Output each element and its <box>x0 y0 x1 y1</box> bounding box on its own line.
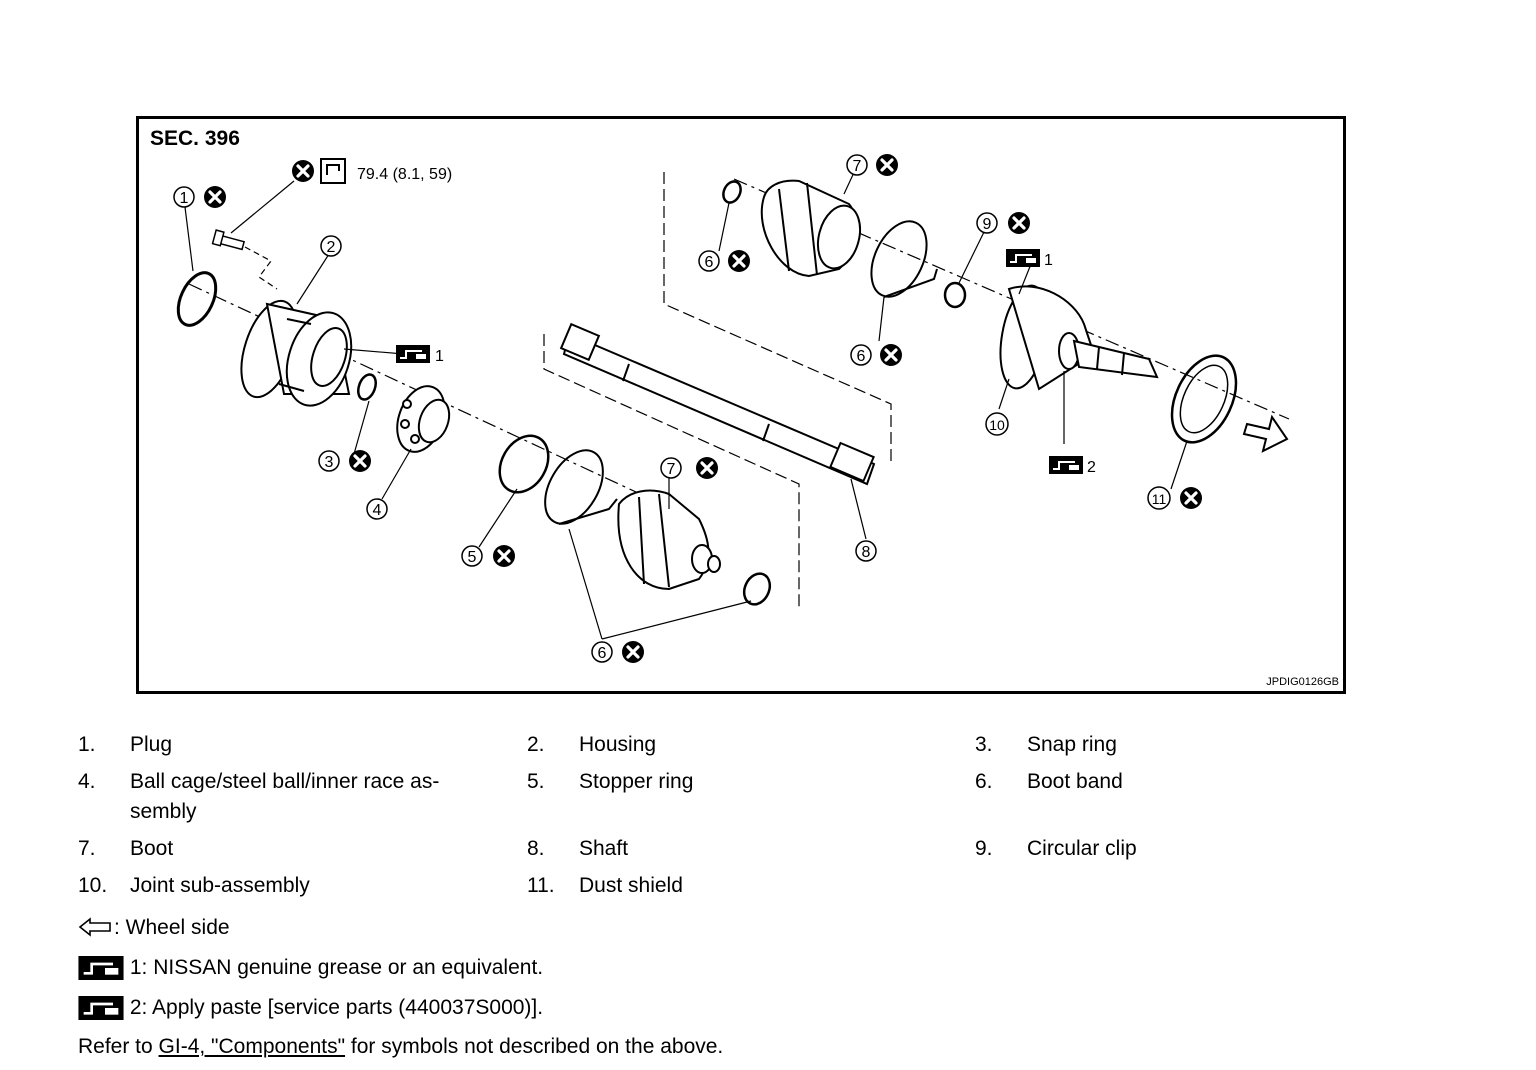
arrow-wheel-side-icon <box>78 917 111 938</box>
grease-icon-1: 1 <box>396 345 444 365</box>
callout-3: 3 <box>318 450 340 472</box>
legend-column-3: 3.Snap ring 6.Boot band 9.Circular clip <box>975 733 1137 860</box>
note-grease-2: 2: Apply paste [service parts (440037S00… <box>78 996 543 1020</box>
no-reuse-icon <box>875 153 899 177</box>
svg-text:2: 2 <box>1087 459 1096 476</box>
section-title: SEC. 396 <box>150 127 240 150</box>
grease-icon-2: 1 <box>1006 249 1053 269</box>
callout-11: 11 <box>1147 486 1171 510</box>
no-reuse-icon <box>1179 486 1203 510</box>
svg-text:3: 3 <box>325 454 334 471</box>
svg-text:1: 1 <box>1044 252 1053 269</box>
plug-part <box>176 271 218 327</box>
ball-cage-part <box>396 385 451 453</box>
torque-spec: 79.4 (8.1, 59) <box>357 166 452 183</box>
svg-text:10: 10 <box>989 417 1005 433</box>
svg-text:1: 1 <box>435 348 444 365</box>
boot-upper-part <box>760 179 862 278</box>
callout-6a: 6 <box>698 250 720 272</box>
note-wheel-side: : Wheel side <box>78 916 230 940</box>
svg-text:9: 9 <box>983 216 992 233</box>
grease-icon-3: 2 <box>1049 456 1096 476</box>
upper-bracket <box>663 172 892 464</box>
callout-5: 5 <box>461 545 483 567</box>
callout-1: 1 <box>173 186 195 208</box>
svg-text:8: 8 <box>862 544 871 561</box>
callout-8: 8 <box>855 540 877 562</box>
no-reuse-icon <box>695 456 719 480</box>
grease-icon <box>78 996 124 1020</box>
svg-text:2: 2 <box>327 239 336 256</box>
lower-bracket <box>543 334 800 609</box>
callout-7b: 7 <box>660 457 682 479</box>
svg-text:7: 7 <box>853 158 862 175</box>
housing-part <box>240 299 353 407</box>
joint-sub-assembly-part <box>999 284 1159 391</box>
figure-id: JPDIG0126GB <box>1266 676 1339 688</box>
boot-lower-part <box>617 489 721 591</box>
dust-shield-part <box>1170 354 1238 444</box>
svg-text:4: 4 <box>373 502 382 519</box>
callout-6b: 6 <box>850 344 872 366</box>
no-reuse-icon <box>492 544 516 568</box>
no-reuse-icon <box>348 449 372 473</box>
no-reuse-icon <box>621 640 645 664</box>
no-reuse-icon <box>291 159 315 183</box>
svg-text:6: 6 <box>857 348 866 365</box>
svg-text:11: 11 <box>1152 491 1167 507</box>
note-grease-1: 1: NISSAN genuine grease or an equivalen… <box>78 956 543 980</box>
stopper-ring-part <box>498 434 550 494</box>
callout-2: 2 <box>320 235 342 257</box>
svg-text:1: 1 <box>180 190 189 207</box>
bolt-part <box>211 229 246 251</box>
svg-text:6: 6 <box>705 254 714 271</box>
svg-text:5: 5 <box>468 549 477 566</box>
callout-10: 10 <box>985 412 1009 436</box>
exploded-diagram: 1 2 3 4 5 6 6 6 7 7 8 9 10 11 <box>136 116 1346 694</box>
note-refer: Refer to GI-4, "Components" for symbols … <box>78 1035 724 1058</box>
boot-band-small-upper-part <box>722 180 742 204</box>
no-reuse-icon <box>727 249 751 273</box>
callout-9: 9 <box>976 212 998 234</box>
torque-wrench-icon <box>320 158 346 184</box>
diagram-canvas: 1 2 3 4 5 6 6 6 7 7 8 9 10 11 <box>173 153 1290 664</box>
legend-column-2: 2.Housing 5.Stopper ring 8.Shaft 11.Dust… <box>527 733 694 897</box>
legend-column-1: 1.Plug 4.Ball cage/steel ball/inner race… <box>78 733 440 897</box>
circular-clip-part <box>943 281 967 309</box>
boot-band-small-lower-part <box>742 572 772 606</box>
no-reuse-icon <box>879 343 903 367</box>
callout-7a: 7 <box>846 154 868 176</box>
shaft-part <box>559 322 876 486</box>
no-reuse-icon <box>203 185 227 209</box>
snap-ring-part <box>357 373 377 401</box>
components-link[interactable]: GI-4, "Components" <box>158 1035 346 1058</box>
svg-text:7: 7 <box>667 461 676 478</box>
no-reuse-icon <box>1007 211 1031 235</box>
wheel-side-arrow-icon <box>1242 414 1289 453</box>
callout-6c: 6 <box>591 641 613 663</box>
callout-4: 4 <box>366 498 388 520</box>
boot-band-upper-part <box>870 220 938 298</box>
svg-text:6: 6 <box>598 645 607 662</box>
grease-icon <box>78 956 124 980</box>
callouts: 1 2 3 4 5 6 6 6 7 7 8 9 10 11 <box>173 154 1171 663</box>
boot-band-lower-part <box>544 449 618 525</box>
